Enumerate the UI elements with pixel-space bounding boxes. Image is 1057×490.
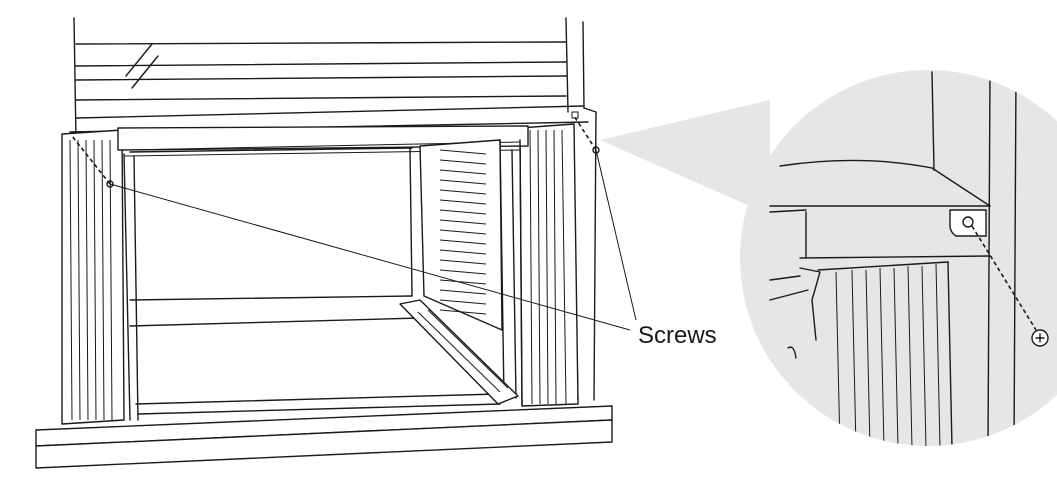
window-rail-top (75, 41, 567, 45)
magnifier (600, 70, 1057, 446)
right-frame-outer (583, 107, 597, 401)
window-rail-3 (75, 95, 567, 101)
cabinet-floor (135, 393, 499, 405)
cabinet-shelf-bottom (129, 317, 421, 327)
screws-label: Screws (638, 322, 717, 349)
side-post (499, 139, 505, 399)
detail-sill-curve (779, 159, 933, 169)
sill-board-front (35, 419, 613, 469)
right-side-panel (519, 123, 579, 407)
magnifier-cone (600, 100, 770, 215)
louver-panel (419, 139, 503, 331)
cabinet-back-left (409, 147, 413, 297)
louver-slats (439, 149, 487, 315)
detail-screw-guide (971, 225, 1037, 331)
callout-leader-left (109, 183, 631, 331)
window-sill-top (75, 105, 585, 119)
detail-panel-right (947, 261, 953, 446)
detail-sill-slope (931, 167, 991, 207)
detail-vertical-frame-1 (931, 71, 935, 171)
window-outer-right (582, 21, 585, 109)
left-side-panel (61, 129, 125, 425)
cabinet-left-post (123, 153, 131, 421)
window-rail-1 (75, 61, 567, 67)
screw-icon (1031, 329, 1049, 347)
screw-left (71, 135, 114, 188)
window-unit (35, 17, 613, 469)
glass-mark-2 (131, 55, 159, 89)
screw-right (573, 115, 600, 154)
glass-mark-1 (125, 43, 153, 77)
callout-leader-right (595, 149, 637, 321)
callout: Screws (109, 149, 717, 349)
cabinet-shelf-top (129, 295, 413, 301)
window-right-jamb (565, 17, 569, 113)
magnifier-circle (740, 70, 1057, 446)
window-rail-2 (75, 75, 567, 81)
detail-vertical-frame-3 (1013, 71, 1017, 446)
detail-panel-top (817, 261, 949, 271)
cabinet-back-top (129, 147, 413, 153)
detail-bar-bottom (799, 255, 991, 259)
window-left-jamb (73, 17, 77, 141)
magnifier-detail (769, 71, 1049, 446)
detail-vertical-frame-2 (987, 71, 991, 446)
detail-bracket-hole (962, 216, 974, 228)
